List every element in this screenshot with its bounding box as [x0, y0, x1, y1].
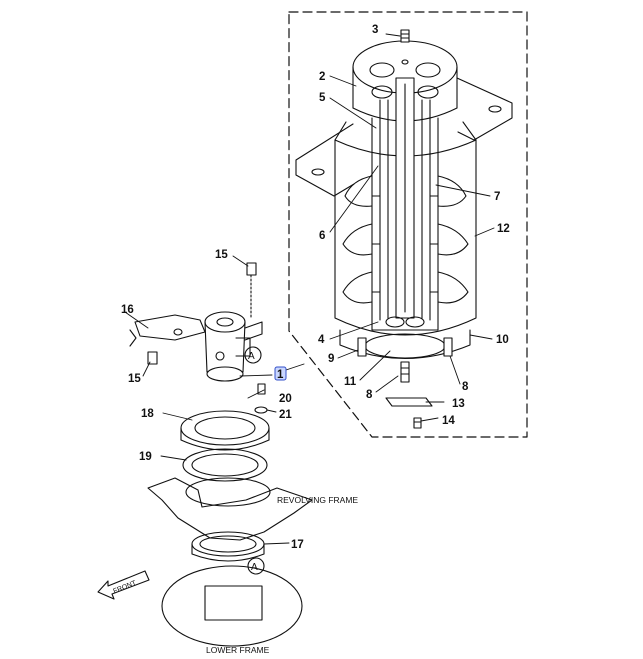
callout-15-bottom: 15: [128, 373, 141, 385]
callout-20: 20: [279, 393, 292, 405]
callout-1-highlight: [274, 366, 287, 381]
callout-1: 1: [277, 369, 284, 381]
ref-circle-a-upper: [244, 346, 262, 364]
lower-frame: [161, 565, 303, 647]
seal-grooves-left: [342, 175, 381, 304]
callout-8-left: 8: [366, 389, 373, 401]
ring-19: [182, 448, 268, 482]
swivel-joint-assembly: [129, 262, 263, 382]
callout-a-lower: A: [251, 562, 258, 573]
revolving-frame-hole: [185, 477, 271, 507]
callout-13: 13: [452, 398, 465, 410]
washer-21-icon: [254, 406, 268, 414]
front-arrow-icon: [97, 570, 150, 600]
callout-3: 3: [372, 24, 378, 36]
seal-grooves-right: [429, 175, 469, 304]
callout-9: 9: [328, 353, 334, 365]
callout-19: 19: [139, 451, 152, 463]
callout-15-top: 15: [215, 249, 228, 261]
callout-7: 7: [494, 191, 500, 203]
callouts: 3 2 5 7 6 12 15 16 4 10 9 A 1 15 11 8 8 …: [112, 24, 509, 655]
callout-5: 5: [319, 92, 326, 104]
leader-lines: [124, 33, 495, 545]
ring-18: [180, 410, 270, 451]
callout-18: 18: [141, 408, 154, 420]
revolving-frame-plate: [147, 477, 313, 541]
swivel-joint-detail: [295, 29, 513, 429]
callout-2: 2: [319, 71, 325, 83]
ref-circle-a-lower: [247, 557, 265, 575]
bolt-20-icon: [257, 383, 266, 395]
label-lower-frame: LOWER FRAME: [206, 645, 270, 655]
label-revolving-frame: REVOLVING FRAME: [277, 495, 358, 505]
callout-8-right: 8: [462, 381, 469, 393]
callout-6: 6: [319, 230, 325, 242]
callout-12: 12: [497, 223, 510, 235]
ring-17: [191, 531, 265, 562]
callout-a-upper: A: [248, 351, 255, 362]
callout-10: 10: [496, 334, 509, 346]
callout-11: 11: [344, 376, 357, 388]
callout-21: 21: [279, 409, 292, 421]
callout-4: 4: [318, 334, 325, 346]
callout-17: 17: [291, 539, 304, 551]
detail-boundary: [288, 11, 528, 438]
callout-14: 14: [442, 415, 455, 427]
callout-16: 16: [121, 304, 134, 316]
